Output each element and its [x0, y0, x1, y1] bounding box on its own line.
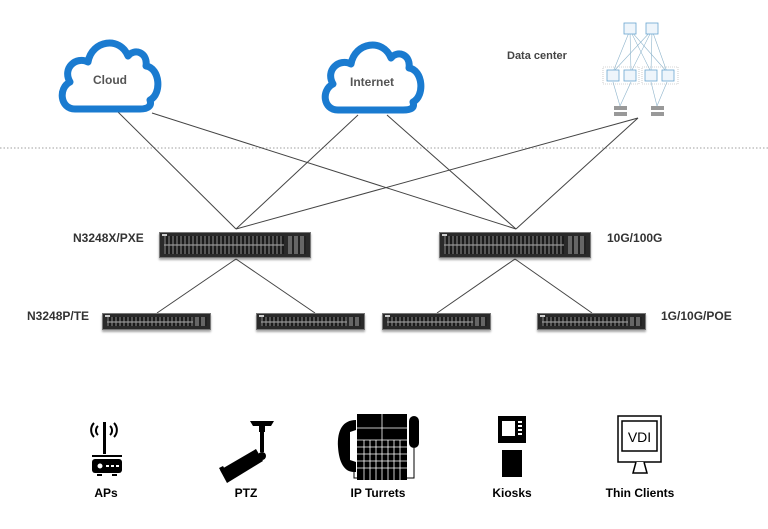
security-camera-icon[interactable] [219, 421, 274, 483]
core-switch-left[interactable] [159, 232, 311, 258]
switch-uplinks [475, 317, 487, 326]
switch-uplinks [195, 317, 207, 326]
link-datacenter-core-right [515, 117, 639, 230]
datacenter-label: Data center [507, 50, 567, 62]
vdi-screen-text: VDI [628, 429, 651, 445]
access-switch-3[interactable] [382, 313, 491, 330]
link-core-right-access-3 [436, 258, 516, 314]
links [117, 111, 639, 314]
link-cloud-core-right [151, 112, 517, 230]
switch-uplinks [288, 236, 306, 254]
switch-ports [542, 317, 628, 326]
vendor-logo [105, 315, 110, 317]
switch-ports [107, 317, 193, 326]
switch-ports [387, 317, 473, 326]
access-switch-1[interactable] [102, 313, 211, 330]
endpoint-label-ip-turrets: IP Turrets [350, 486, 406, 500]
switch-ports [164, 236, 284, 254]
internet-label: Internet [349, 75, 394, 89]
switch-uplinks [349, 317, 361, 326]
link-core-right-access-4 [514, 258, 593, 314]
wireless-access-point-icon[interactable] [90, 422, 122, 476]
link-cloud-core-left [117, 111, 237, 230]
ip-turret-phone-icon[interactable] [337, 414, 419, 480]
endpoint-label-aps: APs [94, 486, 118, 500]
access-left-label: N3248P/TE [27, 309, 90, 323]
core-left-label: N3248X/PXE [73, 231, 144, 245]
vendor-logo [162, 234, 167, 236]
access-switch-4[interactable] [537, 313, 646, 330]
switch-uplinks [630, 317, 642, 326]
endpoint-label-kiosks: Kiosks [492, 486, 532, 500]
link-datacenter-core-left [235, 117, 639, 230]
core-switch-right[interactable] [439, 232, 591, 258]
thin-client-monitor-icon[interactable]: VDI [617, 415, 662, 474]
link-core-left-access-2 [235, 258, 316, 314]
core-right-label: 10G/100G [607, 231, 663, 245]
vendor-logo [442, 234, 447, 236]
internet-cloud-icon[interactable] [321, 41, 425, 114]
endpoint-label-ptz: PTZ [234, 486, 258, 500]
vendor-logo [385, 315, 390, 317]
access-right-label: 1G/10G/POE [661, 309, 732, 323]
link-internet-core-right [386, 114, 517, 230]
switch-ports [444, 236, 564, 254]
endpoint-label-thin-clients: Thin Clients [605, 486, 675, 500]
link-core-left-access-1 [156, 258, 237, 314]
cloud-label: Cloud [93, 73, 127, 87]
datacenter-topology-icon[interactable] [602, 22, 679, 116]
kiosk-icon[interactable] [498, 416, 526, 477]
vendor-logo [540, 315, 545, 317]
vendor-logo [259, 315, 264, 317]
switch-uplinks [568, 236, 586, 254]
link-internet-core-left [235, 114, 359, 230]
switch-ports [261, 317, 347, 326]
cloud-icon[interactable] [58, 39, 162, 113]
access-switch-2[interactable] [256, 313, 365, 330]
